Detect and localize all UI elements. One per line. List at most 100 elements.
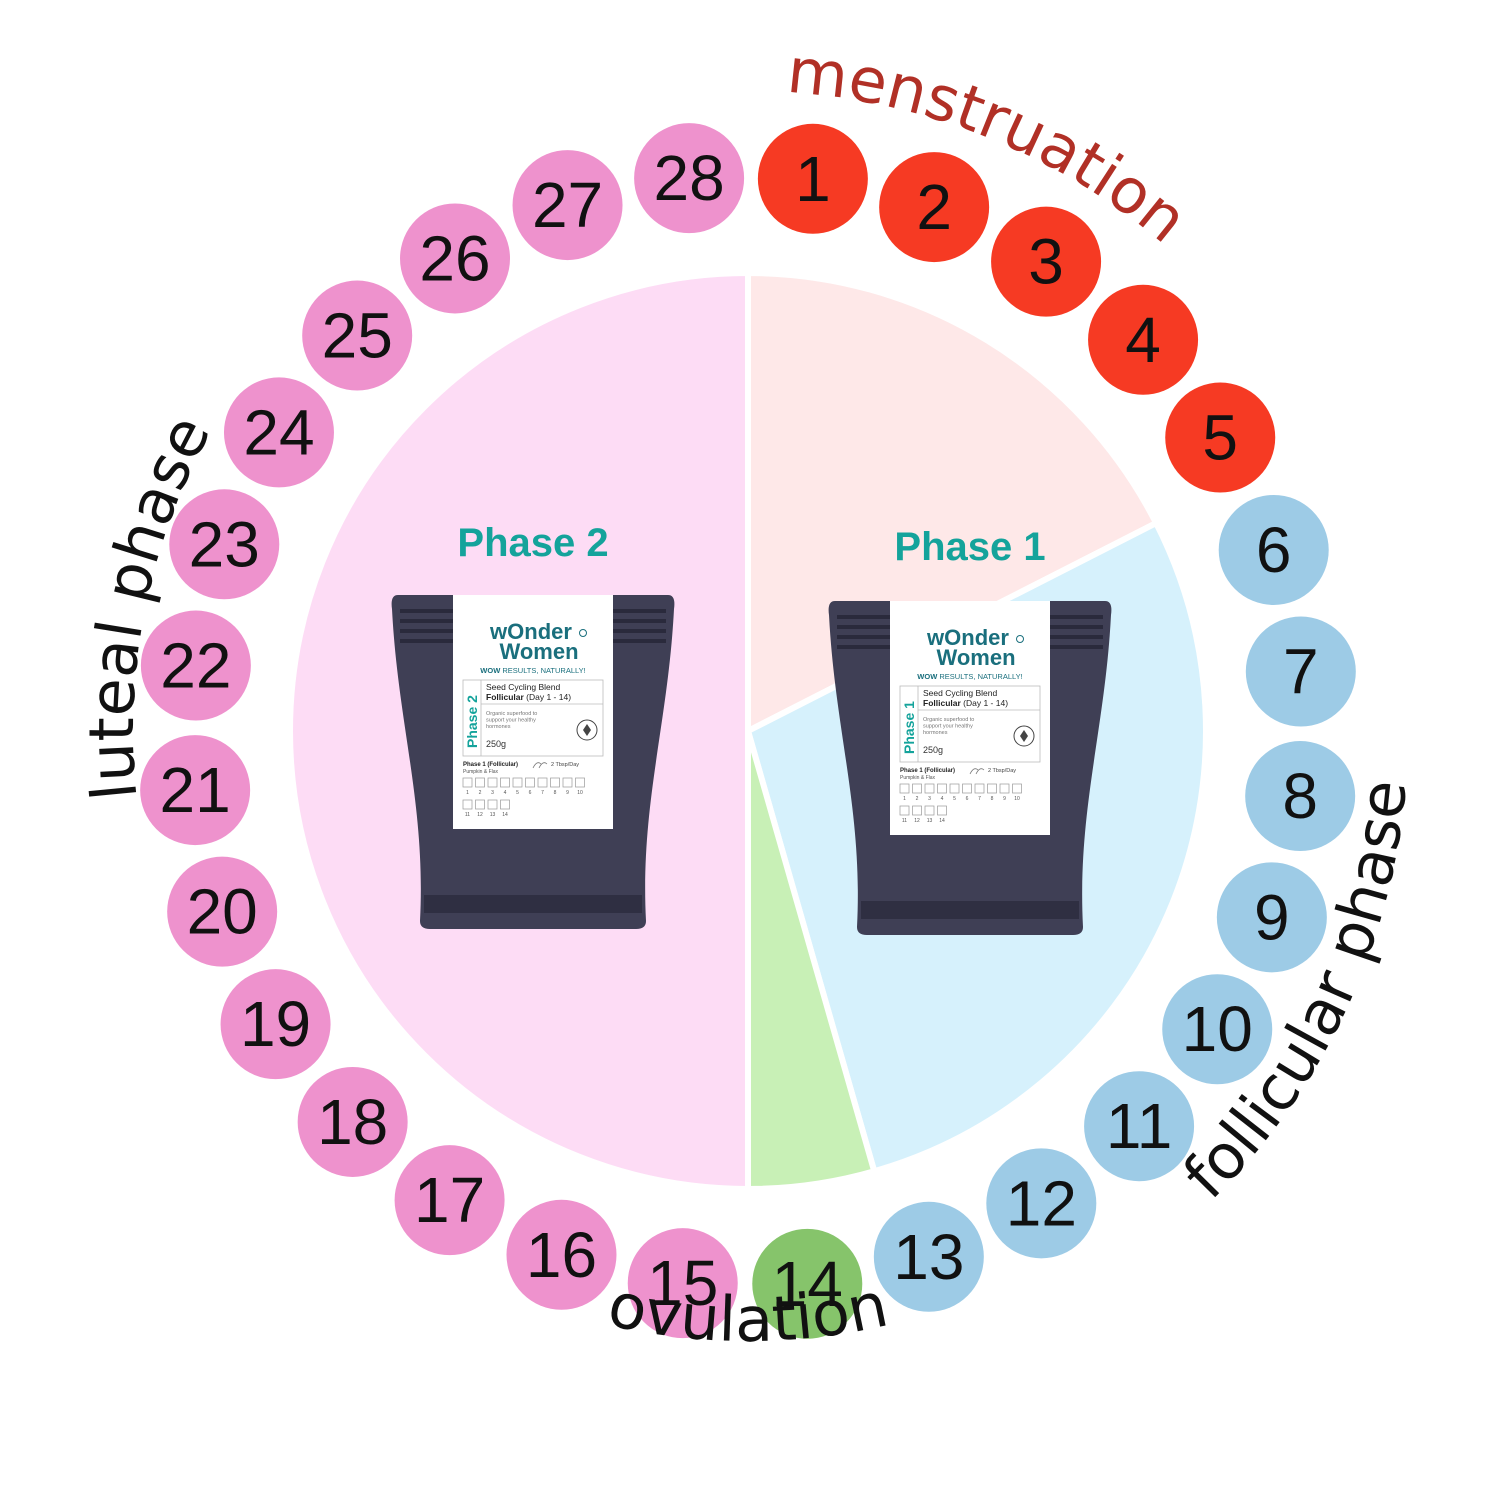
day-17: 17 xyxy=(394,1145,505,1256)
day-circle xyxy=(140,610,251,721)
day-number: 28 xyxy=(654,142,725,214)
day-18: 18 xyxy=(297,1066,408,1177)
day-circle xyxy=(1165,382,1276,493)
day-circle xyxy=(986,1148,1097,1259)
tracker-day: 11 xyxy=(902,818,907,824)
product-name: Seed Cycling Blend xyxy=(486,682,560,692)
day-circle xyxy=(302,280,413,391)
tracker-checkbox xyxy=(500,777,510,788)
phase-title: Phase 1 xyxy=(894,525,1045,569)
day-circle xyxy=(634,123,745,234)
day-circle xyxy=(873,1201,984,1312)
tracker-day: 10 xyxy=(577,790,583,796)
day-circle xyxy=(506,1199,617,1310)
bag-bottom-band xyxy=(861,901,1079,919)
day-1: 1 xyxy=(757,123,868,234)
day-circle xyxy=(1088,284,1199,395)
phase-name: Follicular (Day 1 - 14) xyxy=(486,692,571,702)
day-22: 22 xyxy=(140,610,251,721)
spoon-icon xyxy=(532,762,548,769)
day-circle xyxy=(1216,862,1327,973)
organic-seal-icon xyxy=(576,719,598,741)
tracker-day: 13 xyxy=(927,818,933,824)
day-number: 27 xyxy=(532,169,603,241)
day-circle xyxy=(627,1228,738,1339)
day-number: 26 xyxy=(419,222,490,294)
tracker-day: 6 xyxy=(966,796,969,802)
tracker-day: 11 xyxy=(465,812,470,818)
day-circle xyxy=(752,1228,863,1339)
day-number: 5 xyxy=(1202,402,1238,474)
day-15: 15 xyxy=(627,1228,738,1339)
tracker-checkbox xyxy=(1012,783,1022,794)
tagline: WOW RESULTS, NATURALLY! xyxy=(917,672,1022,681)
day-number: 22 xyxy=(160,630,231,702)
tracker-day: 14 xyxy=(939,818,945,824)
tracker-checkbox xyxy=(937,805,947,816)
tracker-day: 12 xyxy=(477,812,483,818)
day-circle xyxy=(223,377,334,488)
day-number: 21 xyxy=(160,754,231,826)
day-number: 3 xyxy=(1028,226,1064,298)
day-number: 23 xyxy=(189,508,260,580)
day-circle xyxy=(1084,1071,1195,1182)
day-number: 6 xyxy=(1256,514,1292,586)
day-number: 15 xyxy=(647,1247,718,1319)
day-circle xyxy=(140,735,251,846)
tracker-day: 8 xyxy=(991,796,994,802)
tracker-checkbox xyxy=(562,777,573,788)
day-21: 21 xyxy=(140,735,251,846)
day-8: 8 xyxy=(1245,741,1356,852)
day-27: 27 xyxy=(512,150,623,261)
tracker-seeds: Pumpkin & Flax xyxy=(900,775,936,781)
ovulation-label: ovulation xyxy=(602,1268,894,1357)
tracker-checkbox xyxy=(987,783,997,794)
side-phase-label: Phase 1 xyxy=(901,701,917,754)
day-circle xyxy=(220,969,331,1080)
day-number: 16 xyxy=(526,1219,597,1291)
day-circle xyxy=(400,203,511,314)
tracker-checkbox xyxy=(912,805,922,816)
spoon-icon xyxy=(969,768,985,775)
info-box xyxy=(462,679,604,757)
bag-bottom-band xyxy=(424,895,642,913)
tracker-checkbox xyxy=(475,777,485,788)
tracker-checkbox xyxy=(462,777,473,788)
tagline: WOW RESULTS, NATURALLY! xyxy=(480,666,585,675)
day-circle xyxy=(1245,616,1356,727)
tracker-day: 13 xyxy=(490,812,496,818)
day-11: 11 xyxy=(1084,1071,1195,1182)
weight: 250g xyxy=(923,745,943,755)
day-number: 14 xyxy=(772,1248,843,1320)
day-24: 24 xyxy=(223,377,334,488)
dosage: 2 Tbsp/Day xyxy=(551,762,579,768)
brand-line-2: Women xyxy=(936,645,1015,670)
day-number: 2 xyxy=(916,171,952,243)
tracker-checkbox xyxy=(924,783,935,794)
registered-mark-icon xyxy=(1016,635,1024,643)
day-3: 3 xyxy=(991,206,1102,317)
day-number: 9 xyxy=(1254,881,1290,953)
day-25: 25 xyxy=(302,280,413,391)
tracker-day: 7 xyxy=(541,790,544,796)
day-number: 25 xyxy=(322,300,393,372)
day-number: 11 xyxy=(1106,1090,1172,1162)
tracker-seeds: Pumpkin & Flax xyxy=(463,769,499,775)
tracker-checkbox xyxy=(924,805,935,816)
day-7: 7 xyxy=(1245,616,1356,727)
leaf-icon xyxy=(1020,730,1028,742)
day-number: 18 xyxy=(317,1086,388,1158)
tracker-day: 4 xyxy=(941,796,944,802)
day-number: 7 xyxy=(1283,636,1319,708)
tracker-day: 9 xyxy=(566,790,569,796)
tracker-checkbox xyxy=(487,777,498,788)
day-number: 13 xyxy=(893,1221,964,1293)
day-23: 23 xyxy=(169,489,280,600)
day-circle xyxy=(1218,494,1329,605)
day-circle xyxy=(991,206,1102,317)
tracker-day: 8 xyxy=(554,790,557,796)
tracker-day: 7 xyxy=(978,796,981,802)
